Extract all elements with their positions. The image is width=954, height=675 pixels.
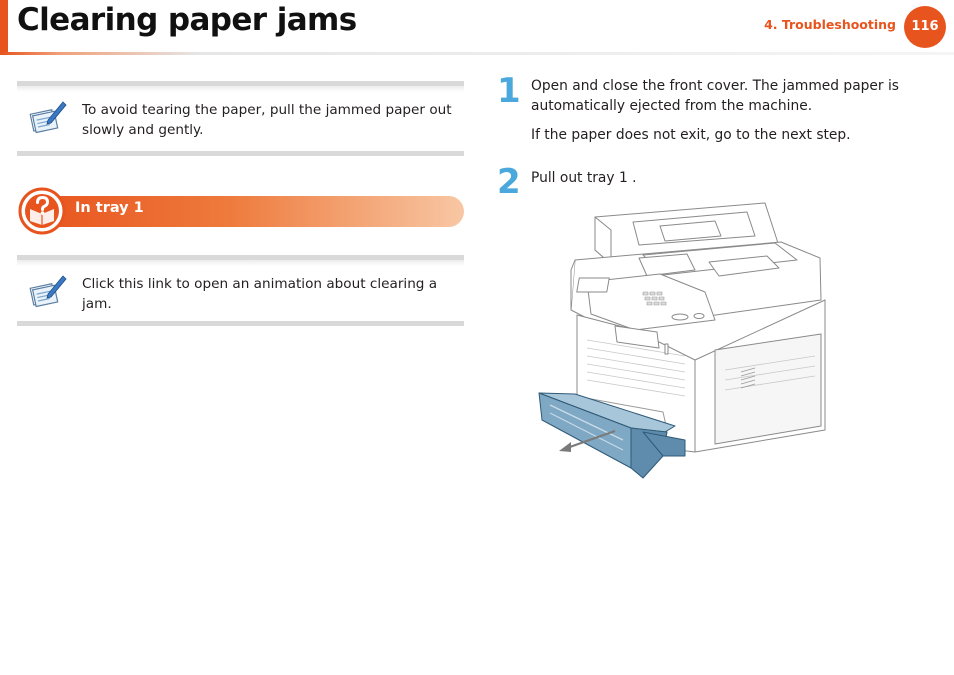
- page-number-badge: 116: [904, 6, 946, 48]
- step-text: Pull out tray 1 .: [531, 170, 637, 186]
- section-heading-bar: [34, 196, 464, 227]
- question-mark-icon: [18, 187, 66, 235]
- note-box-animation-link[interactable]: Click this link to open an animation abo…: [17, 255, 464, 326]
- note-box-tearing: To avoid tearing the paper, pull the jam…: [17, 81, 464, 156]
- step-number: 1: [497, 71, 521, 111]
- note-pen-icon: [29, 275, 67, 308]
- chapter-label[interactable]: 4. Troubleshooting: [764, 17, 896, 32]
- step-text: Open and close the front cover. The jamm…: [531, 78, 899, 114]
- section-title: In tray 1: [75, 200, 144, 216]
- animation-link[interactable]: Click this link to open an animation abo…: [82, 276, 438, 312]
- note-pen-icon: [29, 101, 67, 134]
- header-divider: [0, 52, 954, 55]
- header-accent-bar: [0, 0, 8, 52]
- printer-tray-illustration: [538, 202, 826, 479]
- step-number: 2: [497, 162, 521, 202]
- page-title: Clearing paper jams: [17, 2, 357, 38]
- note-text: To avoid tearing the paper, pull the jam…: [82, 102, 452, 138]
- step-subtext: If the paper does not exit, go to the ne…: [531, 127, 851, 143]
